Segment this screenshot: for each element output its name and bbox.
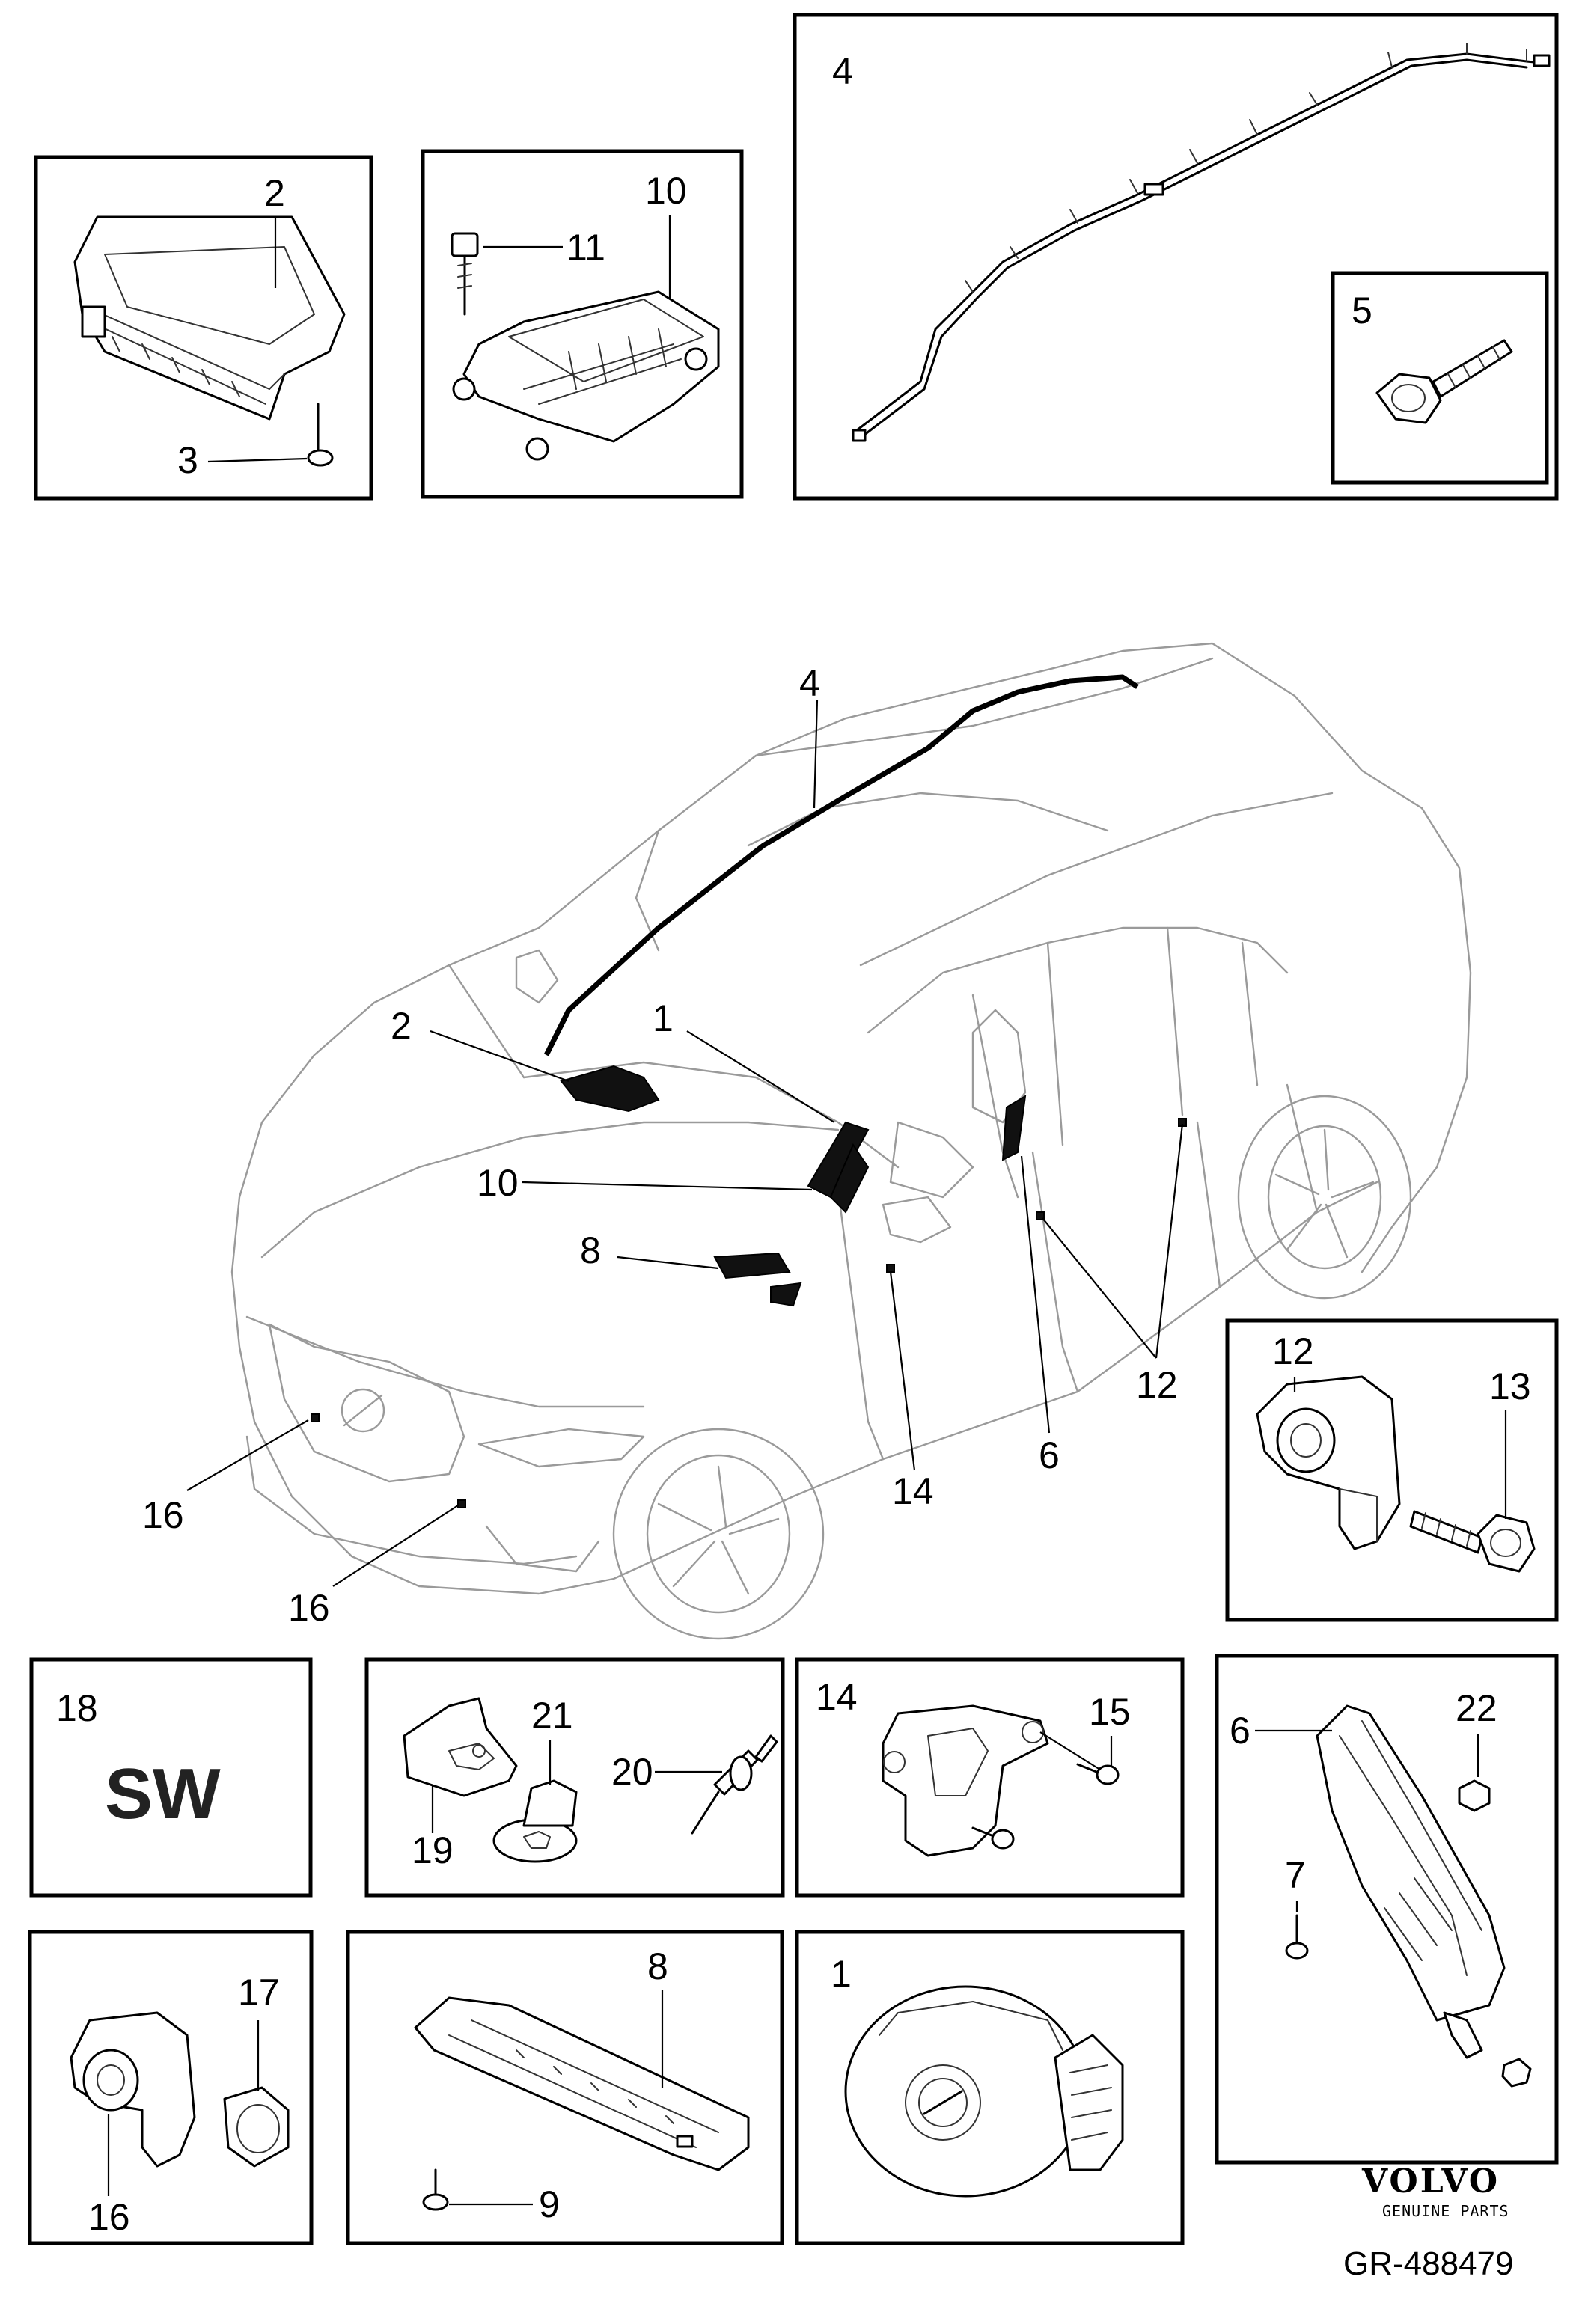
callout-10: 10 [645, 170, 687, 212]
crash-sensor [882, 1704, 1049, 1857]
car-callout-4: 4 [799, 662, 820, 704]
car-callout-10: 10 [477, 1162, 519, 1204]
diagram-reference: GR-488479 [1343, 2245, 1513, 2282]
software-label: SW [105, 1754, 221, 1834]
panel-side-airbag: 6 22 7 [1215, 1654, 1559, 2165]
knee-airbag-screw [422, 2168, 449, 2211]
side-airbag-screw [1285, 1914, 1309, 1960]
panel-bracket-fasteners: 21 20 19 [364, 1657, 785, 1898]
push-clip [492, 1779, 578, 1863]
car-callout-16b: 16 [288, 1587, 330, 1629]
car-callout-2: 2 [391, 1005, 412, 1047]
control-module-bolt [451, 232, 479, 316]
sensor-bolt [1409, 1510, 1536, 1573]
knee-airbag [414, 1996, 750, 2171]
car-callout-14: 14 [892, 1470, 934, 1512]
panel-control-module: 10 11 [421, 149, 744, 499]
panel-passenger-airbag: 2 3 [34, 155, 373, 501]
passenger-airbag-screw [307, 403, 334, 467]
callout-9: 9 [539, 2183, 560, 2225]
passenger-airbag-module [73, 215, 346, 421]
panel-front-sensor: 17 16 [28, 1930, 314, 2245]
panel-knee-airbag: 8 9 [346, 1930, 784, 2245]
impact-sensor [1256, 1375, 1401, 1550]
car-callout-8: 8 [580, 1229, 601, 1271]
rivet [691, 1734, 778, 1835]
callout-18: 18 [56, 1687, 98, 1729]
front-sensor [70, 2011, 196, 2168]
airbag-control-module [452, 290, 720, 461]
callout-19: 19 [412, 1829, 454, 1871]
callout-2: 2 [264, 172, 285, 214]
highlight-knee-airbag [713, 1252, 791, 1279]
side-airbag [1316, 1704, 1506, 2059]
callout-3: 3 [177, 439, 198, 481]
side-airbag-nut [1458, 1779, 1532, 2088]
callout-8: 8 [647, 1945, 668, 1987]
curtain-bolt [1375, 339, 1513, 424]
panel-curtain-airbag: 4 5 [793, 13, 1559, 501]
crash-sensor-screw [971, 1763, 1120, 1850]
front-sensor-nut [223, 2086, 290, 2168]
callout-12: 12 [1272, 1330, 1314, 1372]
highlight-side-airbag [1001, 1095, 1027, 1161]
callout-4: 4 [832, 50, 853, 92]
car-callout-12: 12 [1136, 1364, 1178, 1406]
volvo-logo: VOLVO [1361, 2162, 1500, 2201]
callout-16: 16 [88, 2196, 130, 2238]
callout-14: 14 [816, 1676, 858, 1718]
callout-17: 17 [238, 1972, 280, 2013]
car-callout-1: 1 [653, 997, 674, 1039]
bracket [403, 1697, 518, 1797]
car-callout-16a: 16 [142, 1494, 184, 1536]
callout-13: 13 [1489, 1366, 1531, 1407]
genuine-parts-text: GENUINE PARTS [1382, 2202, 1509, 2220]
panel-software: 18 SW [29, 1657, 313, 1898]
curtain-airbag [852, 43, 1551, 442]
driver-airbag [844, 1985, 1124, 2198]
callout-20: 20 [611, 1751, 653, 1793]
panel-driver-airbag: 1 [795, 1930, 1185, 2245]
brand-block: VOLVO GENUINE PARTS GR-488479 [1343, 2162, 1513, 2282]
callout-5: 5 [1352, 290, 1372, 331]
highlight-passenger-airbag [560, 1065, 660, 1113]
vehicle-illustration: 4 2 1 10 8 16 16 14 6 12 [142, 642, 1472, 1640]
callout-15: 15 [1089, 1691, 1131, 1733]
callout-22: 22 [1456, 1687, 1497, 1729]
car-callout-6: 6 [1039, 1434, 1060, 1476]
callout-21: 21 [531, 1695, 573, 1737]
callout-6: 6 [1230, 1710, 1250, 1752]
panel-impact-sensor: 12 13 [1225, 1318, 1559, 1622]
callout-7: 7 [1285, 1854, 1306, 1896]
callout-1: 1 [831, 1953, 852, 1995]
highlight-control-module [807, 1121, 870, 1199]
callout-11: 11 [567, 227, 605, 269]
panel-crash-sensor: 14 15 [795, 1657, 1185, 1898]
